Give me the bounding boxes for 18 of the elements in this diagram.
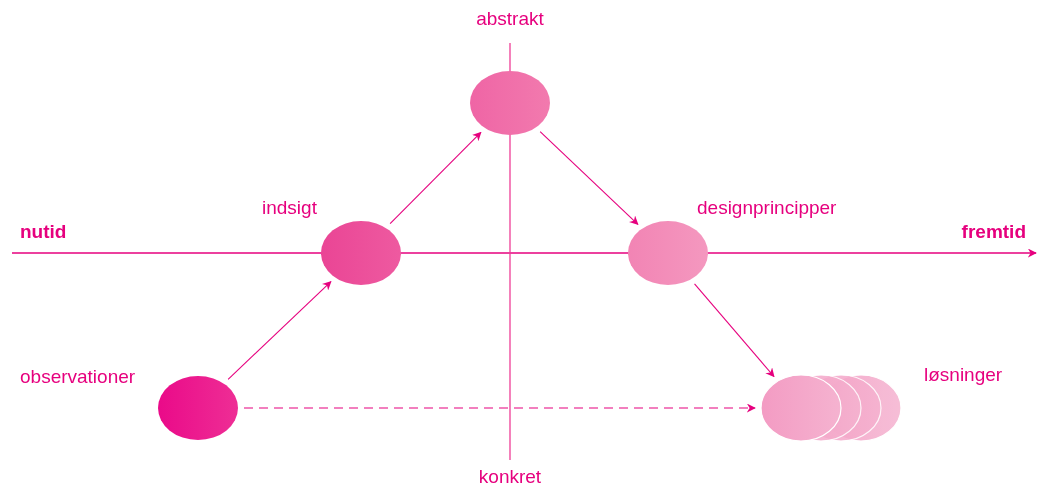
stage-label: observationer: [20, 366, 136, 388]
axis-label: nutid: [20, 221, 67, 243]
ellipse: [321, 221, 401, 285]
arrow: [227, 281, 332, 380]
dashed-arrow: [243, 403, 756, 413]
axis-label: konkret: [478, 466, 542, 488]
arrow: [389, 131, 482, 225]
arrow: [694, 283, 775, 378]
axis-label: abstrakt: [476, 8, 544, 30]
ellipse: [158, 376, 238, 440]
axis-label: fremtid: [961, 221, 1026, 243]
stacked-ellipses: [761, 375, 901, 441]
arrow: [539, 131, 639, 225]
stage-label: designprincipper: [697, 197, 837, 219]
stage-label: løsninger: [924, 364, 1003, 386]
stage-label: indsigt: [262, 197, 317, 219]
ellipse: [628, 221, 708, 285]
ellipse: [470, 71, 550, 135]
